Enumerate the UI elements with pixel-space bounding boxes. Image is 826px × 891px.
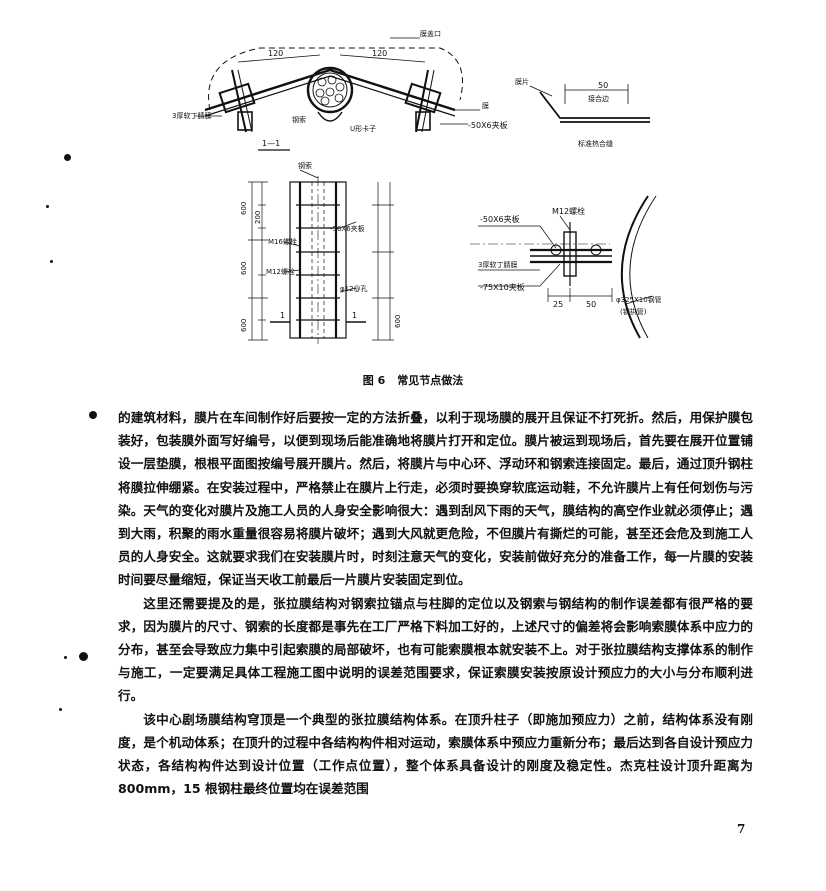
figure-number: 图 6 (362, 374, 386, 387)
scan-speck (59, 708, 62, 711)
label-plate-2: -50X6夹板 (330, 224, 365, 233)
label-bolt-m16: M16螺栓 (268, 237, 297, 246)
dim-50: 50 (598, 81, 608, 90)
arch-clamp-drawing (470, 195, 657, 339)
dim-600-b: 600 (240, 262, 248, 275)
section-1-1-drawing (195, 37, 480, 151)
label-cable-cover: 膜盖口 (420, 29, 441, 38)
body-text: 的建筑材料，膜片在车间制作好后要按一定的方法折叠，以利于现场膜的展开且保证不打死… (118, 406, 753, 800)
scan-speck (50, 260, 53, 263)
dim-right: 120 (372, 49, 387, 58)
heat-seam-drawing (529, 84, 650, 123)
heat-seam-title: 标准热合缝 (578, 139, 613, 148)
label-plate-75x10: -75X10夹板 (480, 282, 525, 292)
dim-200: 200 (254, 211, 262, 224)
scan-speck (79, 652, 88, 661)
label-steel-plate: 3厚软丁腈膜 (172, 111, 211, 120)
dim-600-a: 600 (240, 202, 248, 215)
label-bolt-m12-2: M12螺栓 (552, 206, 585, 216)
dim-600-c: 600 (240, 319, 248, 332)
label-plate-50x6: -50X6夹板 (480, 214, 520, 224)
section-label: 1—1 (262, 139, 280, 148)
dim-25: 25 (553, 300, 563, 309)
dim-600-d: 600 (394, 315, 402, 328)
label-plate: -50X6夹板 (468, 120, 508, 130)
scan-speck (46, 205, 49, 208)
figure-title: 常见节点做法 (397, 374, 464, 387)
label-membrane-sheet: 膜片 (515, 77, 529, 86)
paragraph-3: 该中心剧场膜结构穹顶是一个典型的张拉膜结构体系。在顶升柱子（即施加预应力）之前，… (118, 711, 753, 797)
figure-6: 膜盖口 120 120 3厚软丁腈膜 钢索 U形卡子 -50X6夹板 膜 1—1… (0, 0, 826, 400)
paragraph-1: 的建筑材料，膜片在车间制作好后要按一定的方法折叠，以利于现场膜的展开且保证不打死… (118, 410, 753, 588)
page-number: 7 (737, 822, 746, 836)
paragraph-2: 这里还需要提及的是，张拉膜结构对钢索拉锚点与柱脚的定位以及钢索与钢结构的制作误差… (118, 595, 753, 704)
section-mark-right: 1 (352, 311, 357, 320)
dim-50-2: 50 (586, 300, 596, 309)
label-cable-2: 钢索 (298, 161, 312, 170)
scan-speck (64, 154, 71, 161)
label-membrane: 膜 (482, 101, 489, 110)
scan-speck (64, 656, 67, 659)
label-hole: φ12@孔 (340, 285, 368, 293)
figure-caption: 图 6 常见节点做法 (0, 372, 826, 388)
label-pipe-sub: (钢拱管) (620, 307, 647, 316)
label-bolt-m12: M12螺栓 (266, 267, 295, 276)
node-detail-drawings: 膜盖口 120 120 3厚软丁腈膜 钢索 U形卡子 -50X6夹板 膜 1—1… (172, 29, 662, 344)
elevation-drawing (248, 169, 394, 344)
section-mark-left: 1 (280, 311, 285, 320)
label-seam-edge: 接合边 (588, 94, 609, 103)
scan-speck (89, 411, 97, 419)
label-pipe: φ325X10钢管 (616, 295, 662, 304)
label-cable: 钢索 (292, 115, 306, 124)
label-rubber: 3厚软丁腈膜 (478, 260, 517, 269)
dim-left: 120 (268, 49, 283, 58)
label-u-bolt: U形卡子 (350, 124, 376, 133)
